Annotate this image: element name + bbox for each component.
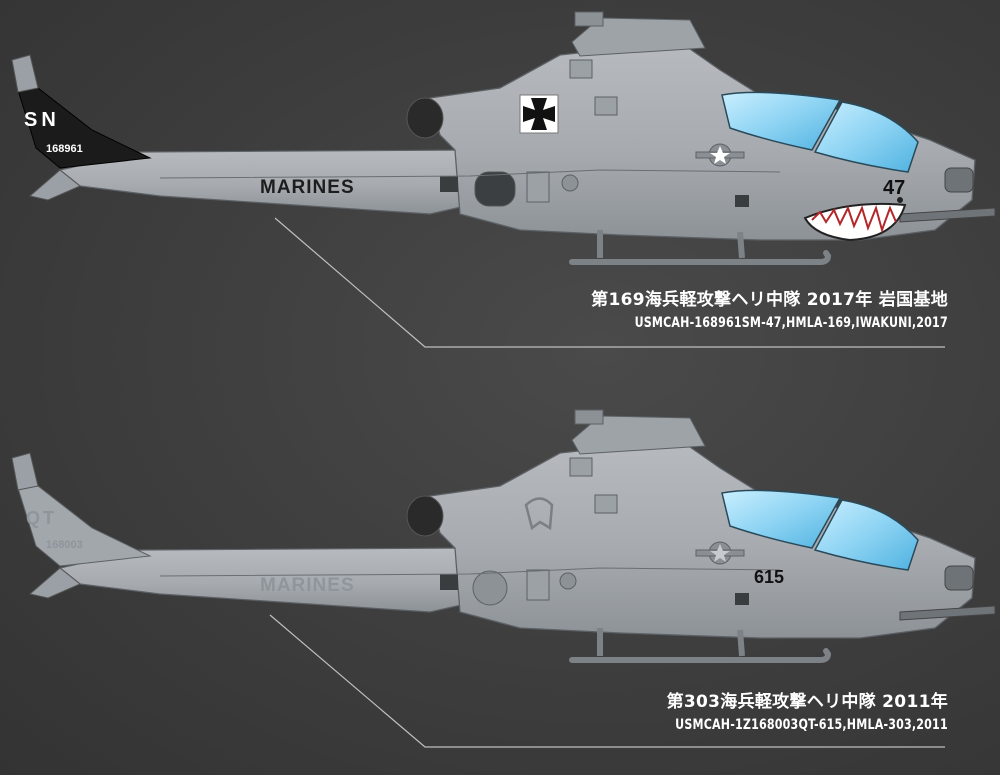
iron-cross-emblem [519, 94, 559, 134]
nose-sensor [944, 167, 974, 193]
star-insignia [695, 541, 745, 565]
panel-line [159, 169, 781, 179]
landing-skid [569, 230, 832, 265]
engine-intake [406, 97, 444, 139]
access-panel [569, 59, 593, 79]
access-panel [440, 176, 458, 192]
helicopter-1: SN 168961 MARINES 47 [11, 11, 996, 348]
tail-rotor-mast [11, 452, 39, 491]
leader-line [269, 614, 945, 748]
exhaust-vent [474, 171, 516, 207]
spartan-helmet-emblem [524, 497, 554, 531]
shark-eye [897, 197, 903, 203]
caption-variant-2: 第303海兵軽攻撃ヘリ中隊 2011年 USMCAH-1Z168003QT-61… [638, 690, 948, 736]
access-panel [440, 574, 458, 590]
nose-number: 615 [754, 567, 784, 587]
landing-skid [569, 628, 832, 663]
nose-sensor [944, 565, 974, 591]
tail-skid [28, 567, 81, 599]
caption-english: USMCAH-168961SM-47,HMLA-169,IWAKUNI,2017 [634, 315, 948, 331]
access-panel [526, 569, 550, 601]
access-panel [569, 457, 593, 477]
nose-gun [899, 207, 996, 223]
access-panel [594, 96, 618, 116]
panel-line [159, 567, 781, 577]
nose-gun [899, 605, 996, 621]
caption-japanese: 第303海兵軽攻撃ヘリ中隊 2011年 [666, 692, 948, 712]
rotor-mast [574, 409, 604, 425]
access-panel [594, 494, 618, 514]
nose-number: 47 [883, 177, 905, 199]
access-panel [526, 171, 550, 203]
star-insignia [695, 143, 745, 167]
engine-intake [406, 495, 444, 537]
caption-variant-1: 第169海兵軽攻撃ヘリ中隊 2017年 岩国基地 USMCAH-168961SM… [591, 288, 948, 334]
shark-teeth [811, 204, 897, 234]
tail-code: SN [24, 109, 60, 131]
exhaust-vent [472, 570, 508, 606]
canopy-front [813, 499, 919, 571]
tail-skid [28, 169, 81, 201]
sensor-window [735, 195, 749, 207]
side-marking: MARINES [260, 177, 355, 198]
leader-line [274, 217, 945, 348]
tail-serial: 168961 [46, 143, 83, 155]
canopy-rear [721, 91, 842, 151]
sensor-window [735, 593, 749, 605]
tail-serial: 168003 [46, 539, 83, 551]
panel-roundel [559, 572, 577, 590]
caption-japanese: 第169海兵軽攻撃ヘリ中隊 2017年 岩国基地 [591, 290, 948, 310]
rotor-mast [574, 11, 604, 27]
panel-roundel [561, 174, 579, 192]
tail-code: QT [26, 508, 57, 528]
caption-english: USMCAH-1Z168003QT-615,HMLA-303,2011 [675, 717, 948, 733]
canopy-front [813, 101, 919, 173]
tail-rotor-mast [11, 54, 39, 93]
helicopter-2: QT 168003 MARINES 615 [11, 409, 996, 748]
side-marking: MARINES [260, 575, 355, 596]
canopy-rear [721, 489, 842, 549]
